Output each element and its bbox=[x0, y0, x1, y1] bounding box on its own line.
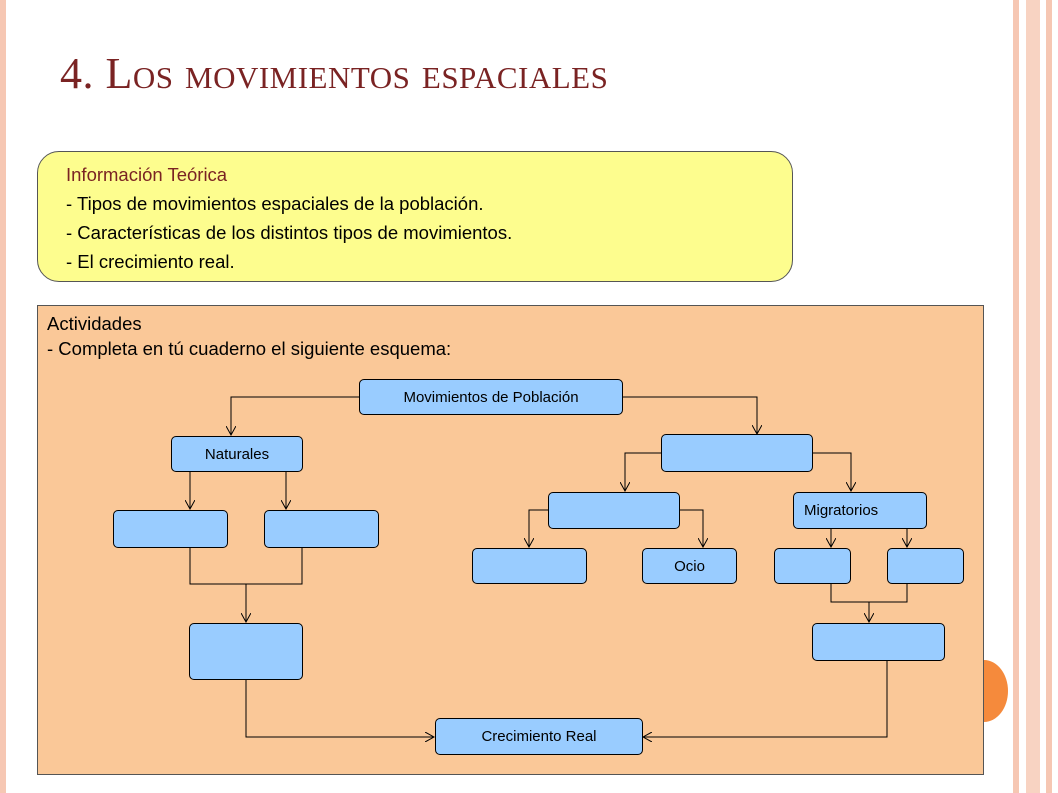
node-blank-natural-1 bbox=[113, 510, 228, 548]
info-item: - Tipos de movimientos espaciales de la … bbox=[66, 193, 484, 214]
connector-merge-right bbox=[830, 584, 908, 603]
node-blank-saldo-migratorio bbox=[812, 623, 945, 661]
node-blank-crecimiento-natural bbox=[189, 623, 303, 680]
node-blank-natural-2 bbox=[264, 510, 379, 548]
connector-root-left bbox=[231, 396, 359, 435]
info-item: - El crecimiento real. bbox=[66, 251, 235, 272]
node-blank-movimientos-espaciales bbox=[661, 434, 813, 472]
node-migratorios: Migratorios bbox=[793, 492, 927, 529]
slide-title: 4. Los movimientos espaciales bbox=[60, 49, 609, 98]
activities-instruction: - Completa en tú cuaderno el siguiente e… bbox=[47, 338, 452, 359]
node-movimientos-poblacion: Movimientos de Población bbox=[359, 379, 623, 415]
info-heading: Información Teórica bbox=[66, 164, 228, 185]
connector-left-to-crecimiento bbox=[245, 680, 434, 737]
info-item: - Características de los distintos tipos… bbox=[66, 222, 513, 243]
connector-right-to-crecimiento bbox=[643, 661, 888, 737]
frame-border-right bbox=[1013, 0, 1019, 793]
node-blank-temporal bbox=[548, 492, 680, 529]
frame-border-right bbox=[1046, 0, 1052, 793]
frame-border-left bbox=[0, 0, 6, 793]
node-ocio: Ocio bbox=[642, 548, 737, 584]
node-crecimiento-real: Crecimiento Real bbox=[435, 718, 643, 755]
connector-sub-left bbox=[529, 509, 548, 547]
connector-mid-left bbox=[625, 452, 661, 491]
connector-root-right bbox=[623, 396, 757, 434]
node-blank-migratorio-1 bbox=[774, 548, 851, 584]
theory-info-box: Información Teórica - Tipos de movimient… bbox=[37, 151, 793, 282]
activities-heading: Actividades bbox=[47, 313, 142, 334]
node-blank-migratorio-2 bbox=[887, 548, 964, 584]
node-naturales: Naturales bbox=[171, 436, 303, 472]
connector-mid-right bbox=[813, 452, 851, 491]
activities-text: Actividades - Completa en tú cuaderno el… bbox=[47, 311, 451, 361]
frame-border-right bbox=[1026, 0, 1040, 793]
connector-merge-left bbox=[189, 548, 303, 585]
connector-sub-right bbox=[680, 509, 703, 547]
node-blank-temporal-1 bbox=[472, 548, 587, 584]
